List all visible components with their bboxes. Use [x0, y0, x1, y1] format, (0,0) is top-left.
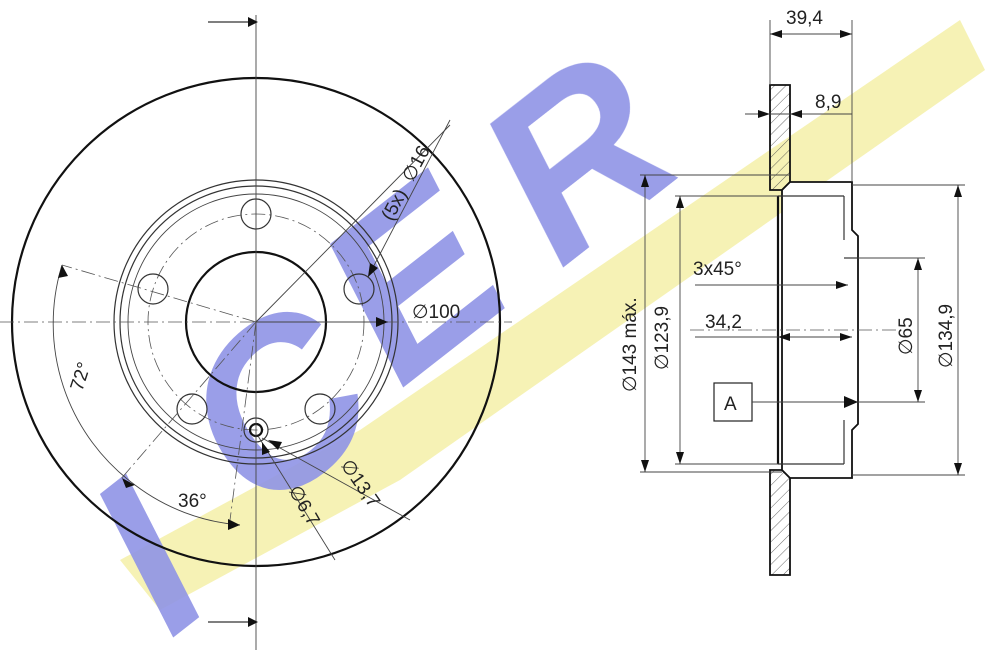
width-39-4-arrow-left	[770, 30, 782, 38]
dia-65-arrow-bottom	[914, 390, 922, 402]
dia-123-9-label: ∅123,9	[652, 306, 673, 370]
bolt-hole	[176, 393, 208, 425]
bolt-hole	[137, 273, 169, 305]
thickness-8-9-arrow-left	[758, 110, 770, 118]
hub-34-2-arrow-left	[778, 333, 790, 341]
hub-34-2-label: 34,2	[705, 312, 742, 333]
section-arrowhead-bottom	[248, 617, 258, 627]
angle-36-label: 36°	[178, 491, 207, 512]
hub-34-2-arrow-right	[840, 333, 852, 341]
angle-72-label: 72°	[67, 360, 96, 394]
datum-a-box	[713, 382, 753, 422]
chamfer-arrowhead	[836, 281, 848, 289]
watermark-yellow-band	[120, 20, 985, 610]
dia-65-label: ∅65	[896, 317, 917, 355]
friction-ring-lower-section	[769, 469, 791, 576]
thickness-8-9-arrow-right	[790, 110, 802, 118]
bolt-hole-leader	[367, 119, 451, 278]
dia-123-9-arrow-bottom	[676, 452, 684, 464]
dia-65-arrow-top	[914, 258, 922, 270]
datum-a-arrowhead	[844, 396, 858, 408]
radial-line-3	[229, 321, 257, 521]
angle-72-arc	[52, 264, 136, 486]
dia-13-7-leader	[261, 437, 411, 521]
angle-36-arrowhead	[228, 519, 240, 530]
width-39-4-arrow-right	[840, 30, 852, 38]
side-view: 39,4 8,9 3x45° 34,2 ∅143 máx. ∅123,9	[620, 8, 965, 576]
thickness-8-9-label: 8,9	[815, 92, 841, 113]
dia-6-7-leader	[257, 435, 336, 561]
radial-line-1	[61, 264, 257, 323]
pcd-leader-arrowhead	[376, 317, 388, 327]
section-arrowhead-top	[248, 17, 258, 27]
chamfer-label: 3x45°	[693, 259, 742, 280]
dia-134-9-label: ∅134,9	[936, 304, 957, 368]
dia-143-arrow-bottom	[641, 460, 649, 472]
datum-a-label: A	[724, 394, 737, 415]
dia-143-arrow-top	[641, 175, 649, 187]
width-39-4-label: 39,4	[786, 8, 823, 29]
pcd-label: ∅100	[412, 302, 460, 323]
dia-123-9-arrow-top	[676, 196, 684, 208]
dia-13-7-arrowhead	[268, 440, 282, 450]
dia-143-label: ∅143 máx.	[620, 297, 641, 392]
dia-134-9-arrow-bottom	[954, 463, 962, 475]
bolt-hole	[304, 393, 336, 425]
friction-ring-upper-section	[769, 84, 791, 191]
angle-72-arrowhead-a	[58, 265, 68, 278]
radial-line-4	[255, 124, 451, 323]
bolt-hole-leader-arrowhead	[368, 263, 378, 277]
dia-134-9-arrow-top	[954, 185, 962, 197]
angle-72-arrowhead-b	[122, 478, 135, 488]
dia-6-7-arrowhead	[262, 442, 270, 455]
bolt-hole	[343, 273, 375, 305]
radial-line-2	[119, 321, 257, 481]
